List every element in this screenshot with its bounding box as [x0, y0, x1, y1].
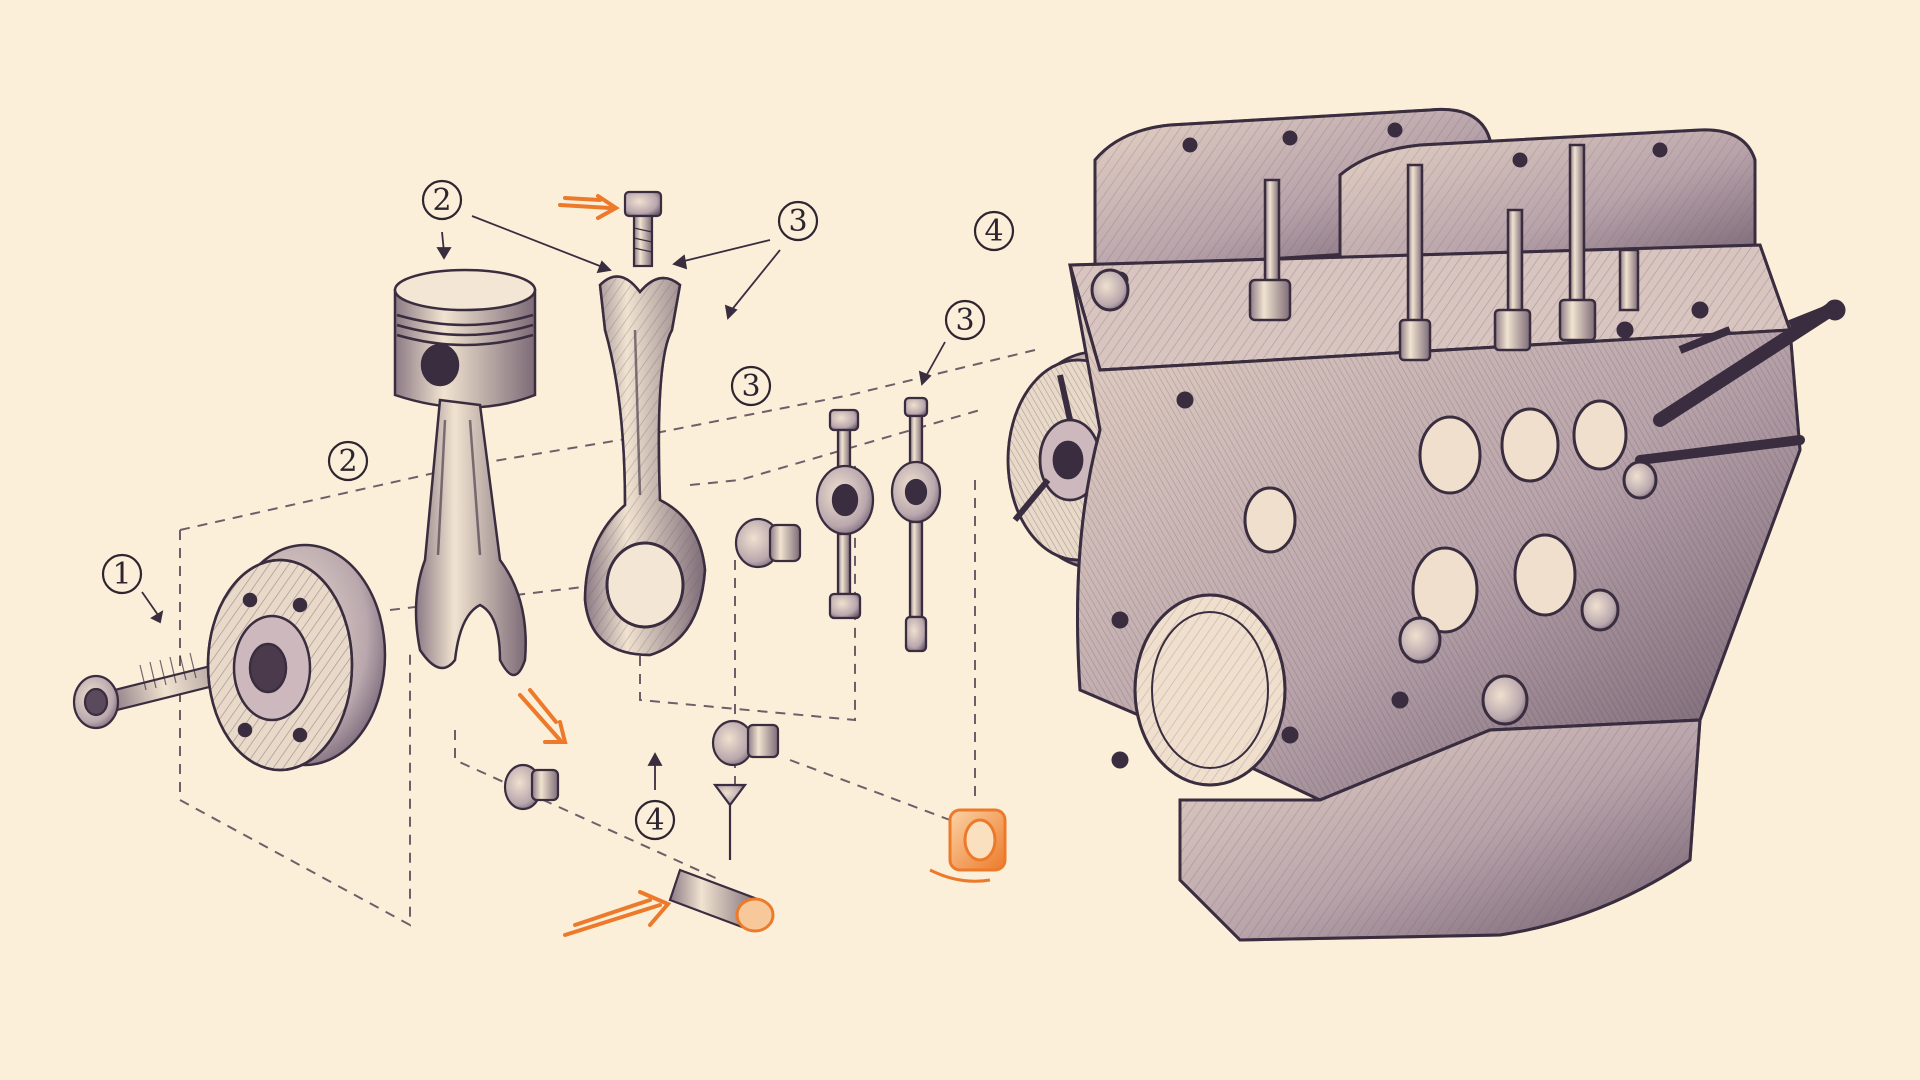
- callout-label: 2: [432, 183, 451, 218]
- leader-arrows: [141, 215, 946, 790]
- rocker-arm-icon: [815, 396, 942, 653]
- callout-label: 2: [338, 444, 357, 479]
- callout-label: 4: [984, 214, 1003, 249]
- callout-label: 3: [955, 303, 974, 338]
- callout-3-center: 3: [730, 365, 772, 407]
- callout-4-top: 4: [973, 210, 1015, 252]
- callout-label: 3: [741, 369, 760, 404]
- callout-4-bottom: 4: [634, 799, 676, 841]
- callout-label: 4: [645, 803, 664, 838]
- callout-label: 3: [788, 204, 807, 239]
- callout-2-piston: 2: [421, 179, 463, 221]
- piston-icon: [393, 268, 537, 677]
- connecting-rod-icon: [583, 275, 707, 657]
- wrist-pin-icon: [668, 868, 775, 933]
- callout-3-conrod: 3: [777, 200, 819, 242]
- plug-fittings: [503, 517, 802, 860]
- callout-2-rod: 2: [327, 440, 369, 482]
- bolt-icon: [623, 190, 663, 268]
- callout-1: 1: [101, 553, 143, 595]
- callout-label: 1: [112, 557, 131, 592]
- harmonic-balancer-icon: [206, 543, 387, 772]
- callout-3-rocker: 3: [944, 299, 986, 341]
- engine-block-icon: [1068, 107, 1846, 942]
- bushing-icon: [929, 808, 1007, 883]
- orange-arrow-icon: [518, 194, 672, 937]
